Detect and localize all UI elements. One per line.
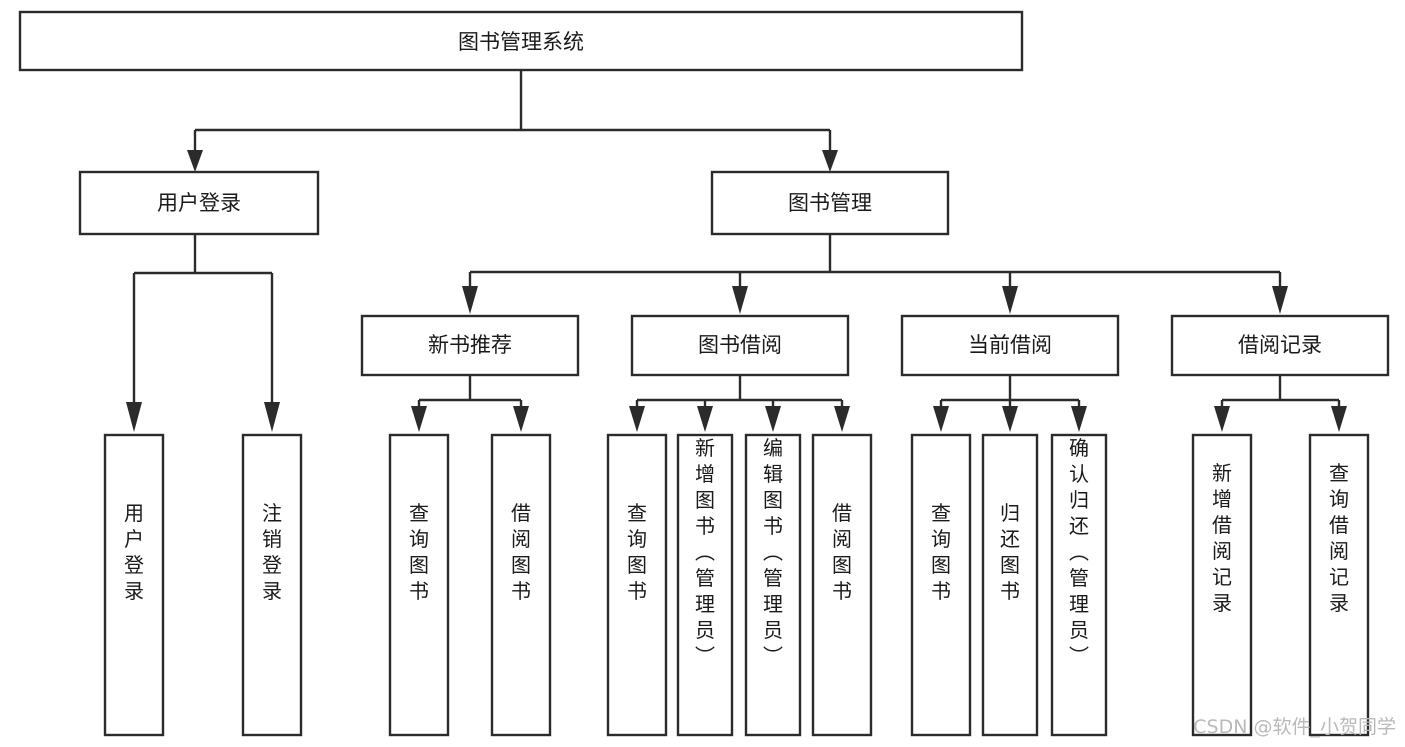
node-borrow-record[interactable]: 借阅记录 [1170,314,1390,377]
arrowhead-userlogin [187,150,203,172]
node-leaf-user-login-label: 用户登录 [124,501,144,603]
arrowhead-leaf-query-book-3 [933,406,949,432]
node-user-login[interactable]: 用户登录 [78,170,320,236]
node-leaf-borrow-book-1[interactable]: 借阅图书 [490,433,552,737]
connector-group [126,71,1347,432]
node-root[interactable]: 图书管理系统 [18,10,1024,72]
arrowhead-currentborrow [1002,286,1018,314]
node-root-label: 图书管理系统 [458,30,584,54]
node-current-borrow[interactable]: 当前借阅 [900,314,1120,377]
arrowhead-leaf-query-book-1 [411,406,427,432]
arrowhead-leaf-confirm-return [1071,406,1087,432]
node-leaf-user-login[interactable]: 用户登录 [103,433,165,737]
node-leaf-logout-login-box[interactable] [241,433,303,737]
node-book-borrow-label: 图书借阅 [698,333,782,357]
node-leaf-query-book-1[interactable]: 查询图书 [388,433,450,737]
node-leaf-add-record-label: 新增借阅记录 [1212,461,1232,615]
arrowhead-leaf-query-record [1331,406,1347,432]
node-book-manage-label: 图书管理 [788,191,872,215]
node-current-borrow-label: 当前借阅 [968,333,1052,357]
node-leaf-borrow-book-2[interactable]: 借阅图书 [811,433,873,737]
node-leaf-user-login-box[interactable] [103,433,165,737]
node-leaf-confirm-return-box[interactable] [1050,433,1108,737]
arrowhead-bookmanage [822,150,838,172]
node-leaf-add-book-label: 新增图书︵管理员︶ [695,436,715,668]
node-leaf-logout-login[interactable]: 注销登录 [241,433,303,737]
arrowhead-leaf-logout-login [264,402,280,432]
node-leaf-borrow-book-1-box[interactable] [490,433,552,737]
node-leaf-add-book[interactable]: 新增图书︵管理员︶ [676,433,734,737]
node-leaf-query-book-3-box[interactable] [910,433,972,737]
arrowhead-leaf-user-login [126,402,142,432]
node-book-borrow[interactable]: 图书借阅 [630,314,850,377]
node-leaf-query-book-1-label: 查询图书 [409,501,429,603]
node-leaf-query-record-box[interactable] [1308,433,1370,737]
node-leaf-add-record-box[interactable] [1191,433,1253,737]
arrowhead-newbookrec [462,286,478,314]
node-leaf-query-book-2-label: 查询图书 [627,501,647,603]
node-borrow-record-label: 借阅记录 [1238,333,1322,357]
watermark-label: CSDN @软件_小贺同学 [1193,716,1396,738]
node-leaf-confirm-return[interactable]: 确认归还︵管理员︶ [1050,433,1108,737]
node-leaf-query-record-label: 查询借阅记录 [1329,461,1349,615]
arrowhead-leaf-query-book-2 [629,406,645,432]
node-user-login-label: 用户登录 [157,191,241,215]
node-leaf-borrow-book-1-label: 借阅图书 [511,501,531,603]
node-leaf-edit-book-box[interactable] [744,433,802,737]
node-leaf-edit-book-label: 编辑图书︵管理员︶ [763,436,783,668]
node-new-book-rec[interactable]: 新书推荐 [360,314,580,377]
node-book-borrow-box[interactable] [630,314,850,377]
node-leaf-confirm-return-label: 确认归还︵管理员︶ [1069,436,1089,668]
node-leaf-query-record[interactable]: 查询借阅记录 [1308,433,1370,737]
node-leaf-return-book-label: 归还图书 [1000,501,1020,603]
arrowhead-leaf-return-book [1002,406,1018,432]
node-user-login-box[interactable] [78,170,320,236]
node-leaf-return-book-box[interactable] [981,433,1039,737]
node-leaf-borrow-book-2-box[interactable] [811,433,873,737]
node-leaf-query-book-2-box[interactable] [606,433,668,737]
node-leaf-add-book-box[interactable] [676,433,734,737]
node-root-box[interactable] [18,10,1024,72]
node-borrow-record-box[interactable] [1170,314,1390,377]
node-leaf-return-book[interactable]: 归还图书 [981,433,1039,737]
node-book-manage-box[interactable] [710,170,950,236]
arrowhead-borrowrecord [1272,286,1288,314]
node-book-manage[interactable]: 图书管理 [710,170,950,236]
node-leaf-query-book-3[interactable]: 查询图书 [910,433,972,737]
node-leaf-logout-login-label: 注销登录 [262,501,282,603]
arrowhead-leaf-borrow-book-2 [834,406,850,432]
node-current-borrow-box[interactable] [900,314,1120,377]
node-new-book-rec-box[interactable] [360,314,580,377]
node-leaf-edit-book[interactable]: 编辑图书︵管理员︶ [744,433,802,737]
node-leaf-add-record[interactable]: 新增借阅记录 [1191,433,1253,737]
node-leaf-borrow-book-2-label: 借阅图书 [832,501,852,603]
arrowhead-leaf-add-book [697,406,713,432]
node-leaf-query-book-1-box[interactable] [388,433,450,737]
node-leaf-query-book-3-label: 查询图书 [931,501,951,603]
node-new-book-rec-label: 新书推荐 [428,333,512,357]
arrowhead-bookborrow [732,286,748,314]
node-leaf-query-book-2[interactable]: 查询图书 [606,433,668,737]
arrowhead-leaf-borrow-book-1 [513,406,529,432]
arrowhead-leaf-edit-book [765,406,781,432]
arrowhead-leaf-add-record [1214,406,1230,432]
